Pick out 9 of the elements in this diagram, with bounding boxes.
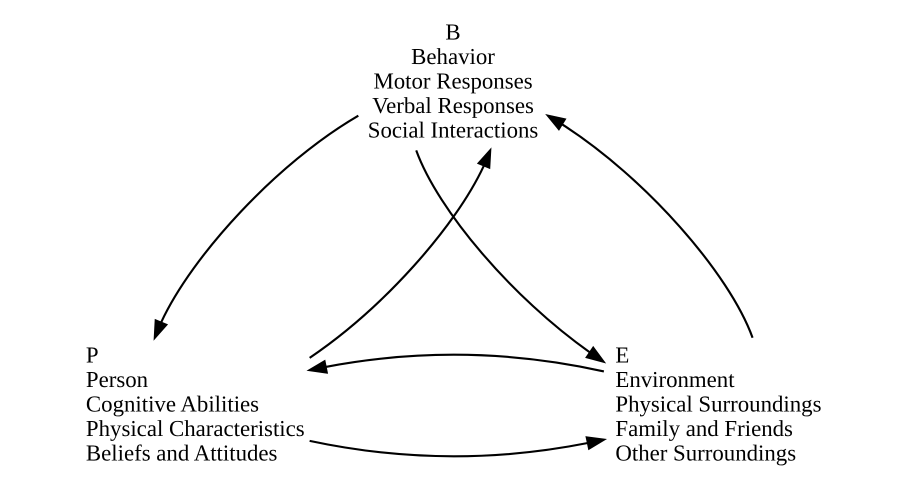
arrow <box>309 436 608 458</box>
node-text: P Person Cognitive Abilities Physical Characteristics Beliefs and Attitudes <box>86 342 305 466</box>
arrow <box>415 150 606 364</box>
arrow <box>545 114 754 338</box>
arrow <box>306 354 604 374</box>
arrow <box>309 147 492 359</box>
node-text: B Behavior Motor Responses Verbal Responses Social Interactions <box>368 20 538 142</box>
node-text: E Environment Physical Surroundings Family and Friends Other Surroundings <box>615 342 822 466</box>
arrow <box>154 114 359 341</box>
